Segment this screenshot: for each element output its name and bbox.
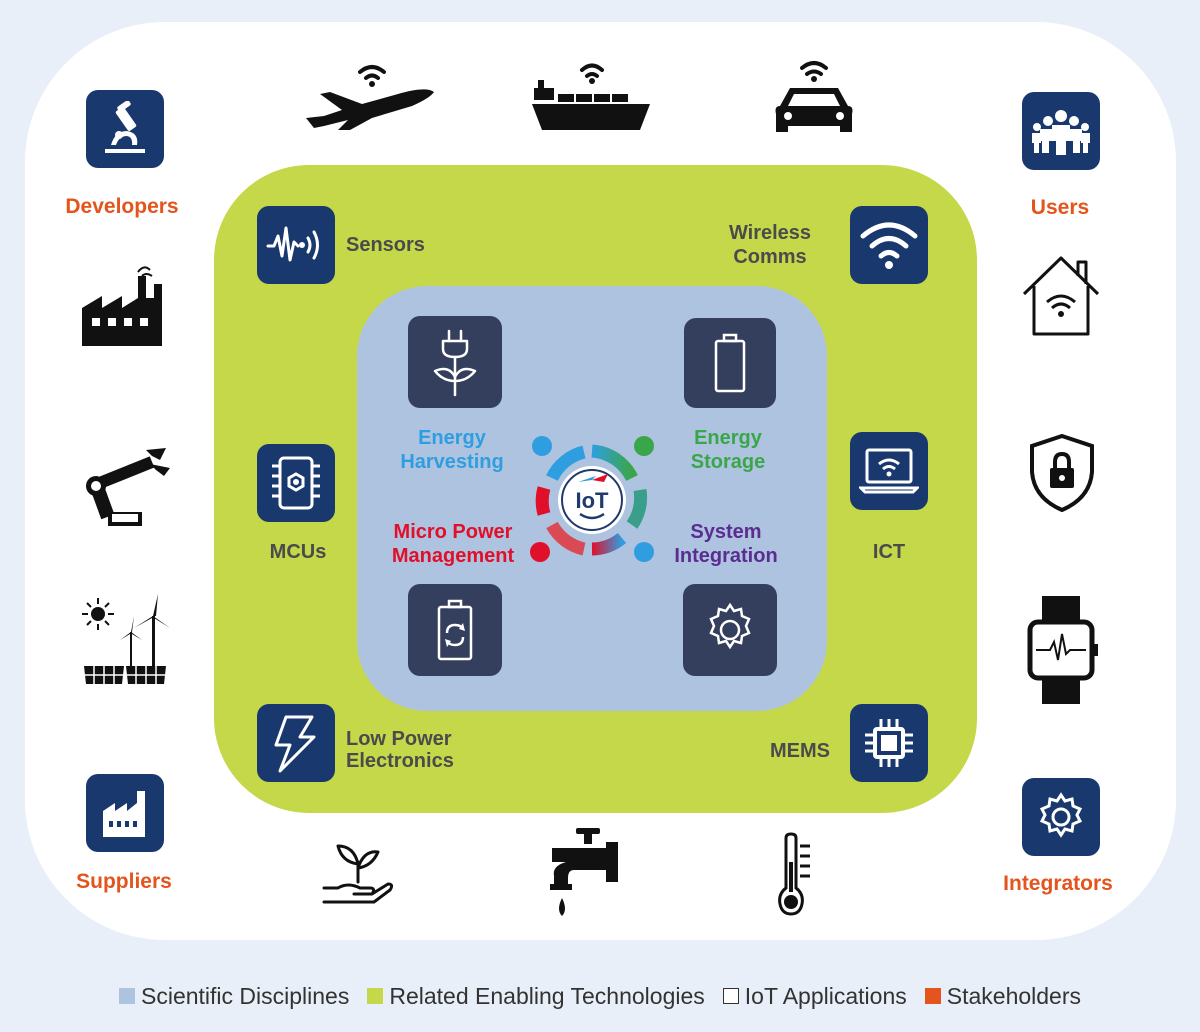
battery-icon (684, 318, 776, 408)
legend-swatch-blue (119, 988, 135, 1004)
factory-icon (80, 262, 172, 348)
water-tap-icon (548, 826, 622, 922)
legend-label: Scientific Disciplines (141, 982, 350, 1009)
tech-low-power-label: Low Power Electronics (346, 728, 454, 772)
legend-swatch-white (722, 988, 739, 1004)
legend-label: Related Enabling Technologies (389, 982, 705, 1009)
legend-swatch-orange (924, 988, 941, 1004)
lightning-bolt-icon (257, 704, 335, 782)
stakeholder-developers: Developers (65, 195, 179, 218)
plug-plant-icon (408, 316, 502, 408)
laptop-wifi-icon (850, 432, 928, 510)
discipline-energy-harvesting: Energy Harvesting (400, 427, 504, 473)
legend-label: IoT Applications (744, 982, 907, 1009)
tech-mcus-label: MCUs (269, 541, 327, 563)
battery-recycle-icon (408, 584, 502, 676)
tech-mems-label: MEMS (770, 740, 830, 762)
car-wifi-icon (770, 58, 858, 142)
tech-sensors-label: Sensors (346, 234, 425, 256)
discipline-system-integration: System Integration (674, 521, 778, 567)
legend-item-disciplines: Scientific Disciplines (119, 983, 349, 1010)
microscope-icon (86, 90, 164, 168)
robot-arm-icon (80, 440, 172, 530)
tech-ict-label: ICT (872, 541, 906, 563)
ship-wifi-icon (530, 58, 652, 134)
integrators-gear-icon (1022, 778, 1100, 856)
tech-wireless-label: Wireless Comms (728, 222, 812, 268)
discipline-energy-storage: Energy Storage (690, 427, 766, 473)
smart-home-icon (1020, 252, 1102, 336)
thermometer-icon (776, 832, 816, 916)
users-group-icon (1022, 92, 1100, 170)
sensor-signal-icon (257, 206, 335, 284)
legend-label: Stakeholders (946, 982, 1081, 1009)
smartwatch-icon (1026, 594, 1098, 706)
wifi-icon (850, 206, 928, 284)
stakeholder-integrators: Integrators (1003, 872, 1113, 895)
legend-swatch-green (367, 988, 384, 1004)
legend: Scientific Disciplines Related Enabling … (0, 980, 1200, 1012)
stakeholder-suppliers: Suppliers (76, 870, 172, 893)
discipline-micro-power-management: Micro Power Management (391, 521, 515, 567)
plant-hand-icon (320, 838, 396, 908)
settings-gear-icon (683, 584, 777, 676)
iot-logo-text: IoT (576, 488, 610, 513)
legend-item-stakeholders: Stakeholders (924, 982, 1081, 1010)
security-lock-icon (1028, 432, 1096, 514)
mems-chip-icon (850, 704, 928, 782)
airplane-wifi-icon (302, 58, 438, 134)
stakeholder-users: Users (1030, 196, 1090, 219)
iot-hub-logo: IoT (522, 430, 662, 570)
supplier-factory-icon (86, 774, 164, 852)
microcontroller-icon (257, 444, 335, 522)
legend-item-technologies: Related Enabling Technologies (367, 982, 705, 1010)
legend-item-applications: IoT Applications (722, 982, 907, 1010)
renewable-energy-icon (80, 592, 172, 688)
